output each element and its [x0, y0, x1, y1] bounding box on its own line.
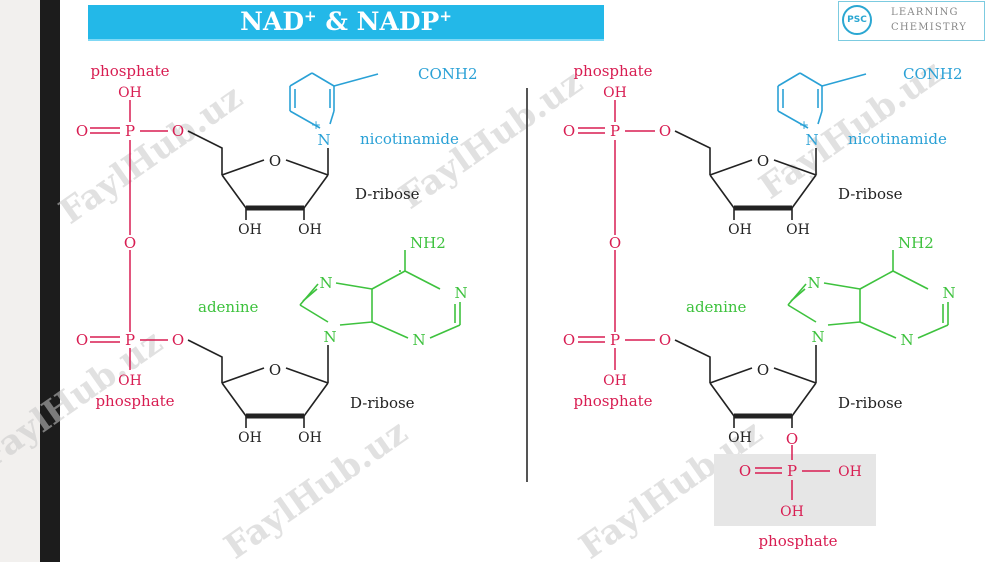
nadp-ribose1-ring-o: O — [757, 152, 769, 170]
nadp-adenine-label: adenine — [686, 298, 747, 316]
title-nadp: & NADP — [316, 7, 440, 36]
nad-ribose2-label: D-ribose — [350, 394, 415, 412]
nad-ribose2-oh-2: OH — [298, 430, 322, 446]
logo-line-1: LEARNING — [891, 7, 959, 18]
nad-o-ester-1: O — [172, 122, 184, 140]
nad-ribose1-oh-1: OH — [238, 222, 262, 238]
psc-logo-icon: PSC — [842, 5, 872, 35]
nad-ribose2-ring-o: O — [269, 361, 281, 379]
nadp-oh-top: OH — [603, 85, 627, 101]
nad-ribose2-oh-1: OH — [238, 430, 262, 446]
nad-o-double-1: O — [76, 122, 88, 140]
nadp-extra-o-double: O — [739, 462, 751, 480]
nadp-extra-oh-bottom: OH — [780, 504, 804, 520]
nadp-adenine-n9: N — [811, 328, 824, 346]
nadp-extra-o-link: O — [786, 430, 798, 448]
nadp-extra-phosphate-box — [714, 454, 876, 526]
nad-nh2: NH2 — [410, 234, 446, 252]
nad-conh2: CONH2 — [418, 65, 478, 83]
nad-structure: phosphate OH O P O O O P O OH phosphate … — [76, 62, 478, 446]
nad-oh-top: OH — [118, 85, 142, 101]
psc-logo: PSC LEARNING CHEMISTRY — [838, 1, 985, 41]
nadp-o-ester-2: O — [659, 331, 671, 349]
nad-p-2: P — [125, 331, 135, 349]
nadp-ribose1-label: D-ribose — [838, 185, 903, 203]
nadp-oh-bottom: OH — [603, 373, 627, 389]
nadp-nh2: NH2 — [898, 234, 934, 252]
nadp-adenine-n1: N — [942, 284, 955, 302]
nadp-conh2: CONH2 — [903, 65, 963, 83]
nadp-o-double-2: O — [563, 331, 575, 349]
nadp-ribose2-label: D-ribose — [838, 394, 903, 412]
nad-adenine-n7: N — [319, 274, 332, 292]
title-banner: NAD+ & NADP+ — [88, 5, 604, 39]
nad-phosphate-label-bottom: phosphate — [95, 392, 174, 410]
nad-ribose1-ring-o: O — [269, 152, 281, 170]
nadp-ribose2-oh: OH — [728, 430, 752, 446]
nad-phosphate-label-top: phosphate — [90, 62, 169, 80]
nad-p-1: P — [125, 122, 135, 140]
nad-adenine-n9: N — [323, 328, 336, 346]
nad-adenine-label: adenine — [198, 298, 259, 316]
left-bar — [40, 0, 60, 562]
nadp-nicotinamide-label: nicotinamide — [848, 130, 947, 148]
title-nad: NAD — [240, 7, 305, 36]
nadp-o-double-1: O — [563, 122, 575, 140]
watermark: FaylHub.uz — [52, 77, 250, 232]
nadp-phosphate-label-top: phosphate — [573, 62, 652, 80]
nadp-plus-charge: + — [799, 118, 809, 132]
nadp-adenine-n3: N — [900, 331, 913, 349]
nad-pyridinium-n: N — [317, 131, 330, 149]
nad-ribose1-label: D-ribose — [355, 185, 420, 203]
nad-o-bridge: O — [124, 234, 136, 252]
title-sup-2: + — [439, 7, 452, 25]
nadp-adenine-n7: N — [807, 274, 820, 292]
nad-adenine-n1: N — [454, 284, 467, 302]
nadp-o-ester-1: O — [659, 122, 671, 140]
nadp-structure: phosphate OH O P O O O P O OH phosphate … — [563, 62, 963, 550]
nad-ribose1-oh-2: OH — [298, 222, 322, 238]
nadp-ribose1-oh-2: OH — [786, 222, 810, 238]
title-sup-1: + — [304, 7, 317, 25]
nadp-p-2: P — [610, 331, 620, 349]
nadp-extra-p: P — [787, 462, 797, 480]
nadp-extra-oh-right: OH — [838, 464, 862, 480]
logo-line-2: CHEMISTRY — [891, 22, 968, 33]
nadp-phosphate-label-bottom: phosphate — [573, 392, 652, 410]
nad-o-ester-2: O — [172, 331, 184, 349]
nad-oh-bottom: OH — [118, 373, 142, 389]
nadp-ribose2-ring-o: O — [757, 361, 769, 379]
nad-o-double-2: O — [76, 331, 88, 349]
nad-plus-charge: + — [311, 118, 321, 132]
nadp-extra-phosphate-label: phosphate — [758, 532, 837, 550]
nadp-o-bridge: O — [609, 234, 621, 252]
nadp-ribose1-oh-1: OH — [728, 222, 752, 238]
nad-nicotinamide-label: nicotinamide — [360, 130, 459, 148]
nadp-pyridinium-n: N — [805, 131, 818, 149]
nad-adenine-n3: N — [412, 331, 425, 349]
nadp-p-1: P — [610, 122, 620, 140]
